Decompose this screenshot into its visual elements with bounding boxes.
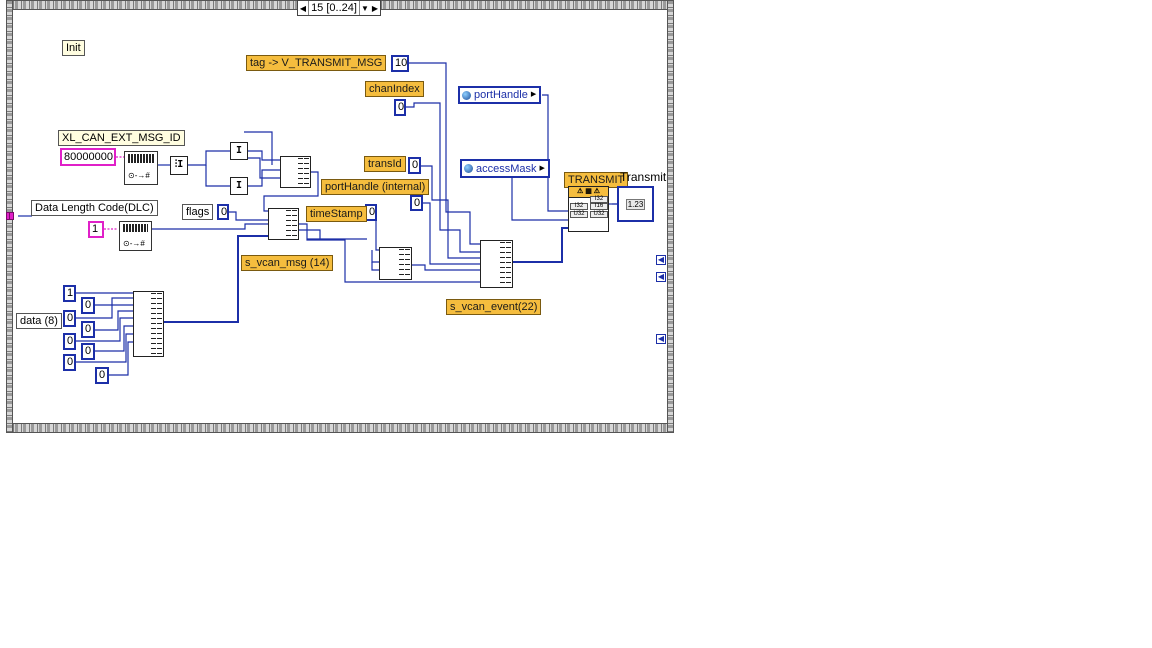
input-tunnel-left-inner[interactable] bbox=[9, 212, 14, 220]
transmit-terminal-4: I32 bbox=[590, 196, 608, 203]
convert-node-lower[interactable]: I bbox=[230, 177, 248, 195]
transmit-indicator-label: Transmit bbox=[620, 170, 667, 184]
case-dropdown-arrow[interactable]: ▼ bbox=[361, 3, 369, 13]
type-cast-dlc[interactable]: ⊙-→# bbox=[119, 221, 152, 251]
transmit-subvi-label: TRANSMIT bbox=[564, 172, 629, 188]
transmit-terminal-0: I32 bbox=[570, 203, 588, 210]
case-selector-value[interactable]: 15 [0..24] bbox=[308, 1, 360, 15]
access-mask-refnum-label: accessMask bbox=[476, 162, 537, 175]
transmit-indicator[interactable]: 1.23 bbox=[617, 186, 654, 222]
type-cast-pattern-icon bbox=[123, 224, 148, 232]
time-stamp-label: timeStamp bbox=[306, 206, 367, 222]
chan-index-label: chanIndex bbox=[365, 81, 424, 97]
data-constant-3[interactable]: 0 bbox=[81, 321, 95, 338]
split-number-node[interactable]: ⫶I bbox=[170, 156, 188, 175]
xl-can-ext-msg-id-label: XL_CAN_EXT_MSG_ID bbox=[58, 130, 185, 146]
data-label: data (8) bbox=[16, 313, 62, 329]
dlc-label: Data Length Code(DLC) bbox=[31, 200, 158, 216]
bundle-vcan-event-node[interactable] bbox=[480, 240, 513, 288]
dlc-constant[interactable]: 1 bbox=[88, 221, 104, 238]
port-handle-internal-label: portHandle (internal) bbox=[321, 179, 430, 195]
globe-icon bbox=[462, 90, 471, 100]
msg-id-constant[interactable]: 80000000 bbox=[60, 148, 116, 166]
port-handle-refnum-label: portHandle bbox=[474, 89, 528, 101]
data-constant-1[interactable]: 0 bbox=[81, 297, 95, 314]
data-constant-2[interactable]: 0 bbox=[63, 310, 76, 327]
port-handle-refnum[interactable]: portHandle ▶ bbox=[458, 86, 542, 104]
type-cast-pattern-icon bbox=[128, 154, 154, 163]
output-tunnel-1[interactable]: ◀ bbox=[656, 255, 666, 265]
chevron-right-icon: ▶ bbox=[539, 164, 545, 172]
transmit-subvi-header: ⚠ ▦ ⚠ bbox=[569, 187, 608, 198]
port-handle-internal-constant[interactable]: 0 bbox=[410, 195, 423, 211]
flags-constant[interactable]: 0 bbox=[217, 204, 229, 220]
init-label: Init bbox=[62, 40, 85, 56]
bundle-timestamp-node[interactable] bbox=[379, 247, 412, 280]
output-tunnel-2[interactable]: ◀ bbox=[656, 272, 666, 282]
time-stamp-constant[interactable]: 0 bbox=[365, 204, 377, 221]
type-cast-arrow-icon: ⊙-→# bbox=[128, 171, 150, 180]
type-cast-msg-id[interactable]: ⊙-→# bbox=[124, 151, 158, 185]
convert-node-upper[interactable]: I bbox=[230, 142, 248, 160]
tag-constant[interactable]: 10 bbox=[391, 55, 409, 72]
bundle-data-array-node[interactable] bbox=[133, 291, 164, 357]
case-next-arrow[interactable]: ▶ bbox=[371, 3, 379, 13]
tag-label: tag -> V_TRANSMIT_MSG bbox=[246, 55, 387, 71]
transmit-terminal-1: U32 bbox=[570, 211, 588, 218]
s-vcan-msg-label: s_vcan_msg (14) bbox=[241, 255, 334, 271]
data-constant-4[interactable]: 0 bbox=[63, 333, 76, 350]
data-constant-7[interactable]: 0 bbox=[95, 367, 109, 384]
flags-label: flags bbox=[182, 204, 214, 220]
transmit-terminal-3: U32 bbox=[590, 211, 608, 218]
data-constant-0[interactable]: 1 bbox=[63, 285, 76, 302]
bundle-id-node[interactable] bbox=[280, 156, 311, 188]
data-constant-6[interactable]: 0 bbox=[63, 354, 76, 371]
chevron-right-icon: ▶ bbox=[530, 91, 537, 98]
output-tunnel-3[interactable]: ◀ bbox=[656, 334, 666, 344]
data-constant-5[interactable]: 0 bbox=[81, 343, 95, 360]
case-frame-bottom bbox=[6, 423, 674, 433]
type-cast-arrow-icon: ⊙-→# bbox=[123, 239, 145, 248]
globe-icon bbox=[464, 164, 473, 173]
transmit-indicator-value: 1.23 bbox=[625, 198, 646, 210]
transmit-terminal-2: I16 bbox=[590, 203, 608, 210]
bundle-vcan-msg-node[interactable] bbox=[268, 208, 299, 240]
case-frame-right bbox=[667, 0, 674, 433]
chan-index-constant[interactable]: 0 bbox=[394, 99, 406, 116]
trans-id-label: transId bbox=[364, 156, 406, 172]
s-vcan-event-label: s_vcan_event(22) bbox=[446, 299, 542, 315]
case-selector[interactable]: ◀ 15 [0..24] ▼ ▶ bbox=[297, 0, 381, 16]
case-prev-arrow[interactable]: ◀ bbox=[299, 3, 307, 13]
transmit-subvi[interactable]: ⚠ ▦ ⚠ I32 U32 I16 U32 I32 bbox=[568, 186, 609, 232]
access-mask-refnum[interactable]: accessMask ▶ bbox=[460, 159, 550, 178]
trans-id-constant[interactable]: 0 bbox=[408, 157, 421, 174]
